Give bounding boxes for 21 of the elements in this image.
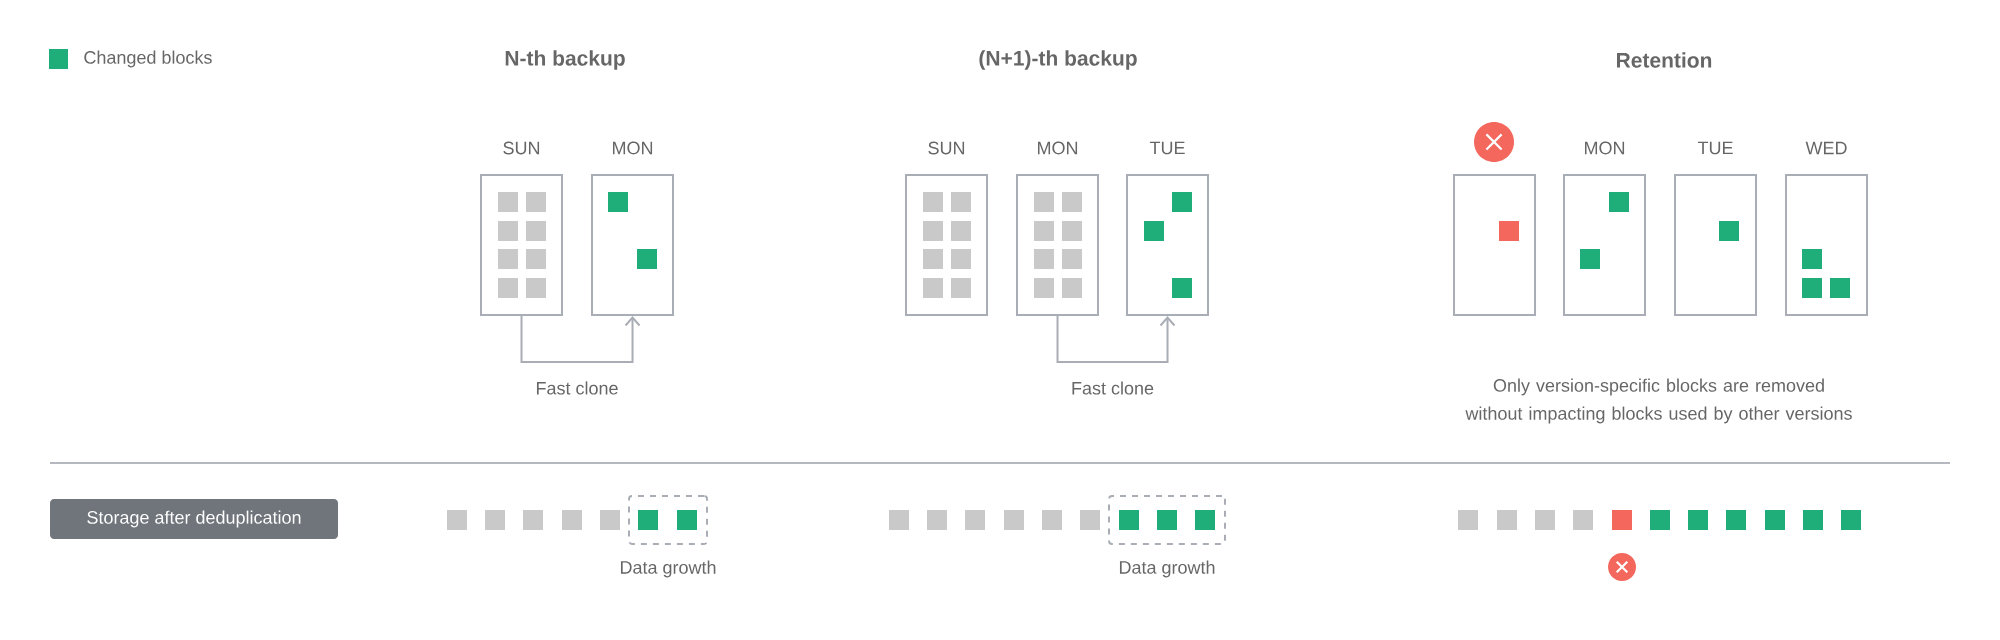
day-label: SUN: [503, 141, 540, 155]
group-caption: Data growth: [620, 560, 716, 578]
day-label: MON: [1585, 141, 1625, 155]
group-caption: Data growth: [1119, 560, 1215, 578]
day-label: TUE: [1149, 141, 1185, 155]
note-text: Only version-specific blocks are removed without impacting blocks used by other versions: [1465, 378, 1852, 424]
section-badge: Storage after deduplication: [50, 499, 338, 539]
edge-label: Fast clone: [1069, 379, 1157, 397]
backup-box: [1453, 174, 1536, 316]
clone-arrow: [1056, 315, 1176, 363]
day-label: MON: [613, 141, 653, 155]
day-label: WED: [1805, 141, 1847, 155]
day-label: MON: [1038, 141, 1078, 155]
edge-label: Fast clone: [533, 379, 621, 397]
clone-arrow: [520, 315, 641, 363]
day-label: SUN: [928, 141, 965, 155]
section-title: N-th backup: [505, 50, 625, 70]
legend-label: Changed blocks: [84, 50, 212, 68]
section-title: (N+1)-th backup: [979, 50, 1137, 70]
section-title: Retention: [1617, 52, 1712, 68]
day-label: TUE: [1697, 141, 1733, 155]
